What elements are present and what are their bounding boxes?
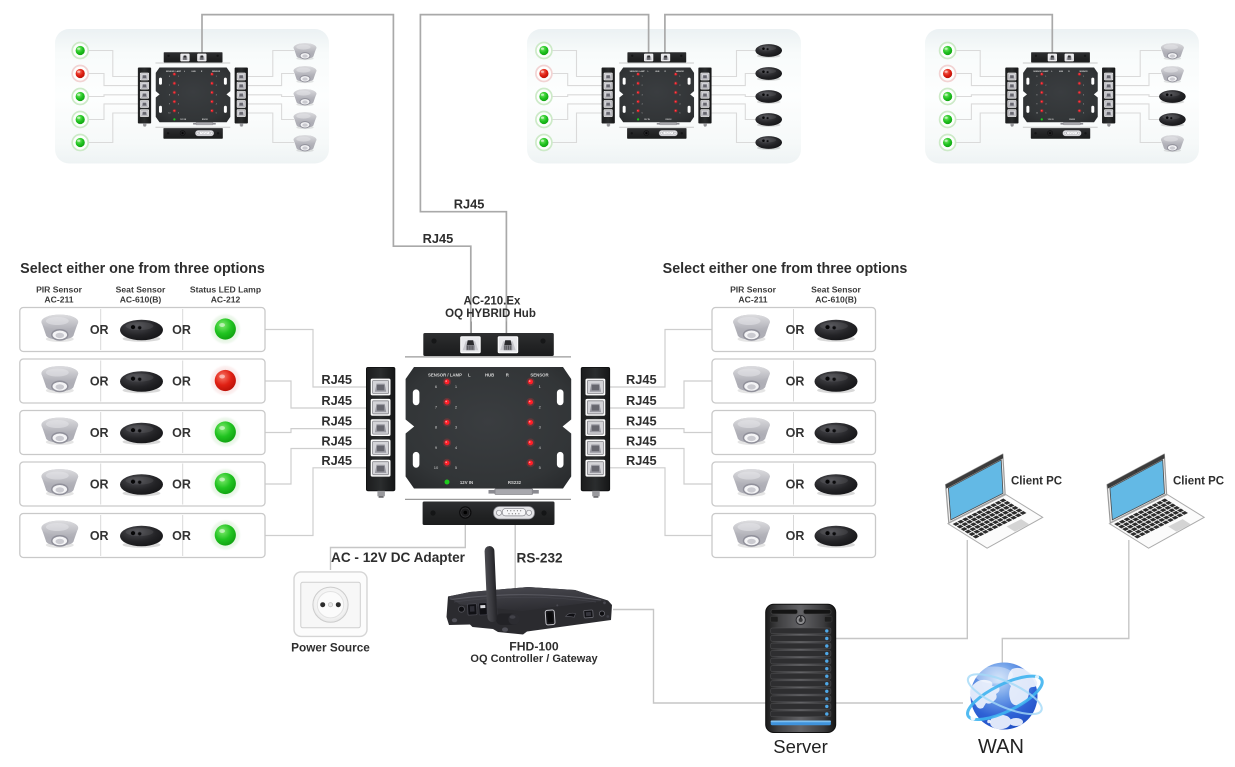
svg-text:OR: OR	[786, 529, 805, 543]
svg-text:RJ45: RJ45	[321, 414, 352, 429]
svg-text:OR: OR	[90, 478, 109, 492]
svg-text:Server: Server	[773, 736, 828, 757]
svg-text:Client PC: Client PC	[1173, 476, 1224, 488]
svg-text:OR: OR	[90, 426, 109, 440]
svg-text:RJ45: RJ45	[626, 414, 657, 429]
svg-text:RJ45: RJ45	[321, 453, 352, 468]
svg-text:RJ45: RJ45	[626, 453, 657, 468]
svg-text:RJ45: RJ45	[626, 372, 657, 387]
svg-text:OR: OR	[786, 426, 805, 440]
svg-text:RJ45: RJ45	[321, 372, 352, 387]
svg-text:OR: OR	[786, 375, 805, 389]
svg-text:RJ45: RJ45	[321, 393, 352, 408]
svg-text:OR: OR	[90, 375, 109, 389]
svg-text:OR: OR	[172, 478, 191, 492]
svg-text:OR: OR	[786, 323, 805, 337]
svg-text:OR: OR	[90, 529, 109, 543]
svg-text:AC-211: AC-211	[44, 295, 73, 305]
svg-text:OR: OR	[786, 478, 805, 492]
svg-text:RJ45: RJ45	[626, 434, 657, 449]
svg-text:FHD-100: FHD-100	[509, 640, 559, 654]
svg-text:OQ Controller / Gateway: OQ Controller / Gateway	[470, 653, 598, 665]
svg-text:Status LED Lamp: Status LED Lamp	[190, 285, 261, 295]
svg-text:Seat Sensor: Seat Sensor	[811, 285, 861, 295]
svg-text:RJ45: RJ45	[321, 434, 352, 449]
svg-text:AC-210.Ex: AC-210.Ex	[464, 296, 521, 308]
svg-text:AC-211: AC-211	[738, 295, 767, 305]
svg-text:PIR Sensor: PIR Sensor	[36, 285, 83, 295]
svg-text:Select either one from three o: Select either one from three options	[20, 261, 265, 277]
svg-text:AC-212: AC-212	[211, 295, 241, 305]
svg-text:AC-610(B): AC-610(B)	[120, 295, 162, 305]
svg-text:RJ45: RJ45	[626, 393, 657, 408]
svg-text:RJ45: RJ45	[423, 231, 454, 246]
svg-text:Select either one from three o: Select either one from three options	[663, 261, 908, 277]
svg-text:WAN: WAN	[978, 736, 1024, 758]
svg-text:OR: OR	[172, 323, 191, 337]
svg-text:PIR Sensor: PIR Sensor	[730, 285, 777, 295]
svg-text:Seat Sensor: Seat Sensor	[116, 285, 166, 295]
svg-text:OQ HYBRID Hub: OQ HYBRID Hub	[445, 308, 536, 320]
svg-text:Power Source: Power Source	[291, 641, 370, 655]
svg-text:OR: OR	[172, 529, 191, 543]
svg-text:OR: OR	[172, 375, 191, 389]
svg-text:Client PC: Client PC	[1011, 476, 1062, 488]
svg-text:RJ45: RJ45	[454, 197, 485, 212]
svg-text:RS-232: RS-232	[517, 551, 564, 566]
svg-text:AC-610(B): AC-610(B)	[815, 295, 857, 305]
svg-text:AC - 12V DC Adapter: AC - 12V DC Adapter	[331, 550, 466, 565]
svg-text:OR: OR	[90, 323, 109, 337]
svg-text:OR: OR	[172, 426, 191, 440]
